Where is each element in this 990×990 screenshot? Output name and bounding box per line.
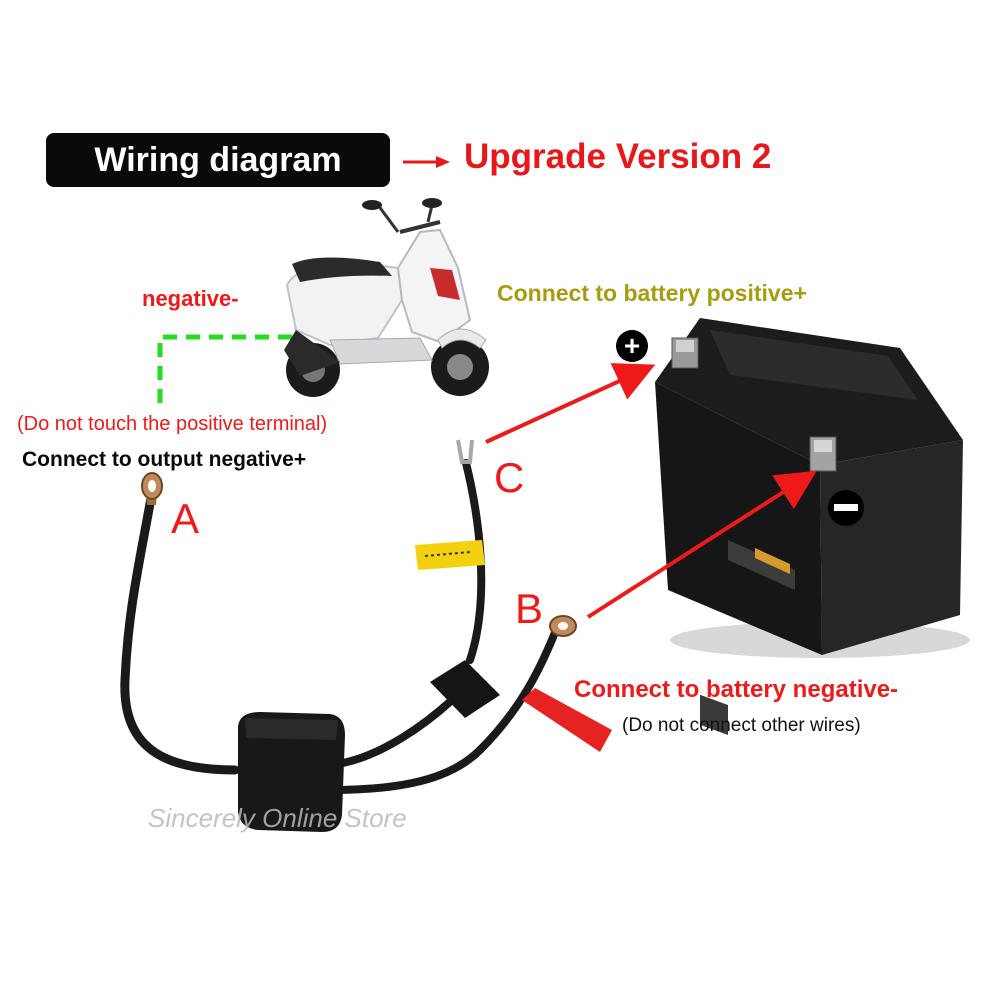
page-title: Wiring diagram: [94, 141, 342, 179]
svg-text:+: +: [624, 330, 640, 361]
arrow-b-to-negative: [586, 470, 817, 619]
negative-sign-icon: [828, 490, 864, 526]
battery-positive-label: Connect to battery positive+: [497, 280, 807, 306]
watermark: Sincerely Online Store: [148, 803, 407, 833]
positive-warning-label: (Do not touch the positive terminal): [17, 413, 328, 435]
battery-negative-label: Connect to battery negative-: [574, 676, 899, 703]
fork-terminal-c: [456, 439, 474, 464]
terminal-letter-a: A: [171, 495, 200, 542]
scooter-illustration: [284, 198, 489, 397]
output-negative-label: Connect to output negative+: [22, 448, 307, 471]
red-tag: [522, 688, 612, 752]
terminal-letter-b: B: [515, 585, 544, 632]
battery-negative-note: (Do not connect other wires): [622, 715, 861, 736]
title-badge: Wiring diagram: [46, 133, 390, 187]
positive-sign-icon: +: [616, 330, 648, 362]
yellow-tag: [415, 540, 485, 570]
ring-terminal-a: [141, 472, 163, 505]
dashed-ground-line: [157, 334, 292, 406]
battery-illustration: [655, 318, 970, 735]
fuse-box: [430, 660, 500, 718]
motorcycle-negative-label: negative-: [142, 286, 239, 311]
control-module: [238, 712, 345, 832]
terminal-letter-c: C: [494, 454, 525, 501]
ring-terminal-b: [549, 615, 577, 637]
header-arrow-icon: [403, 156, 450, 168]
upgrade-version-label: Upgrade Version 2: [464, 137, 772, 176]
arrow-c-to-positive: [485, 363, 656, 444]
